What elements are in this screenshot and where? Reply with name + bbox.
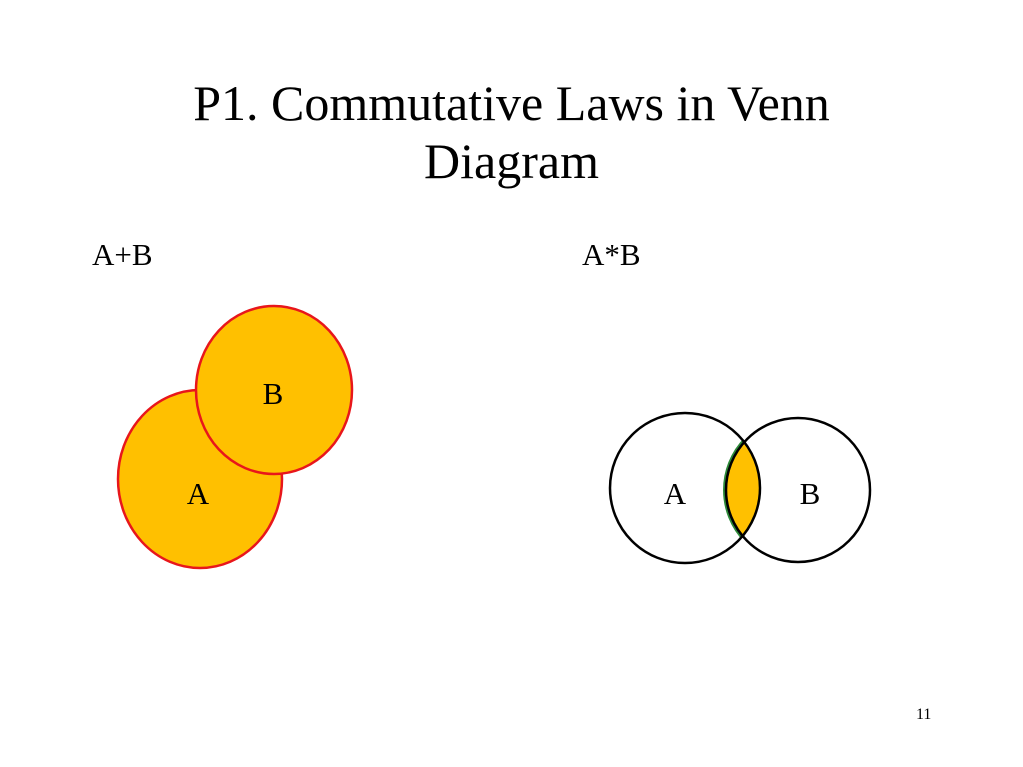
union-venn-diagram: B A xyxy=(116,304,354,570)
page-number: 11 xyxy=(916,706,932,723)
union-label-b: B xyxy=(263,376,284,411)
title-line-2: Diagram xyxy=(424,133,599,189)
intersection-label-a: A xyxy=(664,476,687,511)
union-expression-label: A+B xyxy=(92,237,153,272)
intersection-label-b: B xyxy=(800,476,821,511)
slide-title: P1. Commutative Laws in Venn Diagram xyxy=(0,74,1023,190)
intersection-circle-a xyxy=(608,411,762,565)
title-line-1: P1. Commutative Laws in Venn xyxy=(193,75,830,131)
intersection-expression-label: A*B xyxy=(582,237,641,272)
intersection-venn-diagram: A B xyxy=(608,411,872,565)
intersection-circle-b xyxy=(724,416,872,564)
union-label-a: A xyxy=(187,476,210,511)
union-circle-b xyxy=(194,304,354,476)
